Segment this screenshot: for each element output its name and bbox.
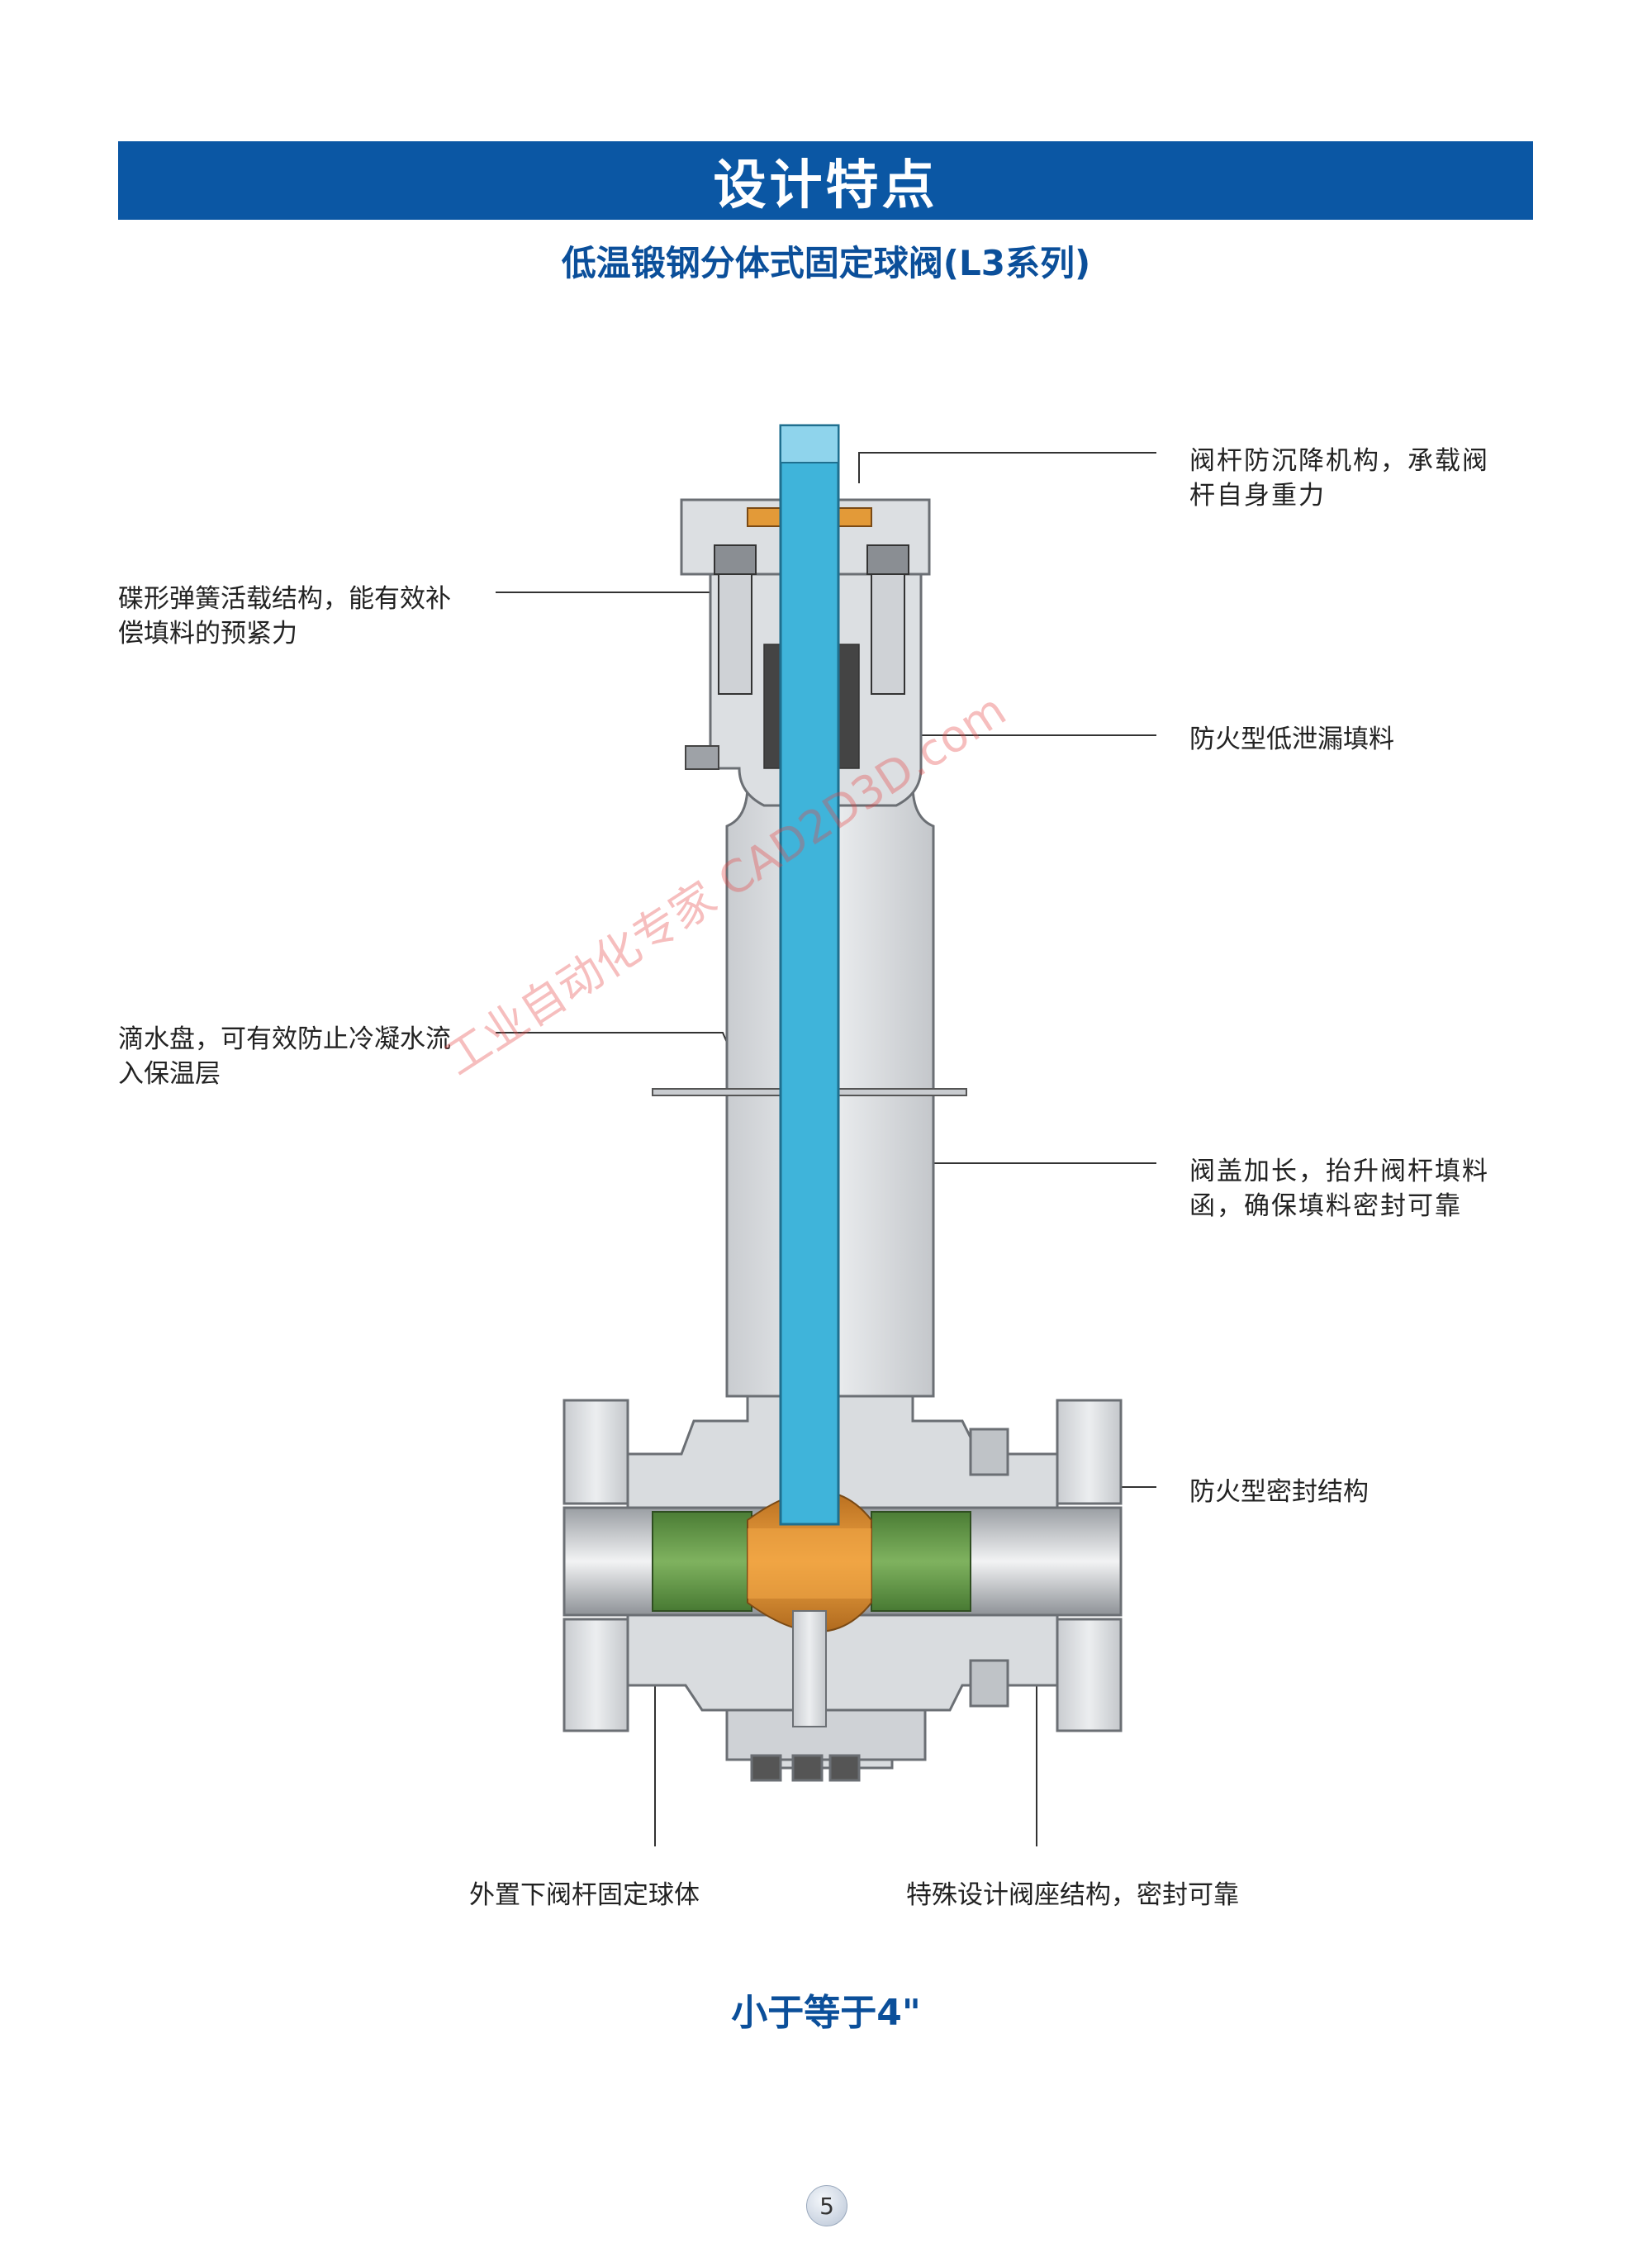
product-subtitle: 低温锻钢分体式固定球阀(L3系列) [561, 243, 1091, 283]
callout-disc-spring-line2: 偿填料的预紧力 [118, 619, 297, 649]
bottom-bolt-right [828, 1754, 861, 1782]
stem [779, 424, 840, 1526]
ball-bore [748, 1528, 871, 1599]
callout-seat: 特殊设计阀座结构，密封可靠 [906, 1878, 1239, 1913]
callout-drip-tray-line2: 入保温层 [118, 1059, 221, 1089]
callout-disc-spring: 碟形弹簧活载结构，能有效补 偿填料的预紧力 [118, 582, 451, 651]
callout-stem-anti-drop-line1: 阀杆防沉降机构，承载阀 [1189, 446, 1489, 476]
callout-extended-bonnet-line1: 阀盖加长，抬升阀杆填料 [1189, 1157, 1489, 1186]
disc-spring-assemblies [714, 544, 909, 695]
callout-seat-line1: 特殊设计阀座结构，密封可靠 [906, 1880, 1239, 1910]
callout-stem-anti-drop-line2: 杆自身重力 [1189, 481, 1326, 511]
callout-trunnion-line1: 外置下阀杆固定球体 [469, 1880, 700, 1910]
left-stud-nut [714, 544, 757, 575]
callout-fire-packing-line1: 防火型低泄漏填料 [1189, 725, 1394, 754]
packing-right [835, 644, 860, 769]
callout-trunnion: 外置下阀杆固定球体 [469, 1878, 700, 1913]
callout-drip-tray-line1: 滴水盘，可有效防止冷凝水流 [118, 1024, 451, 1054]
page-number-text: 5 [819, 2192, 834, 2220]
callout-disc-spring-line1: 碟形弹簧活载结构，能有效补 [118, 584, 451, 614]
right-side-bolt-lower [969, 1659, 1009, 1708]
title-banner: 设计特点 [118, 141, 1533, 220]
bottom-bolt-left [750, 1754, 782, 1782]
leader-stem-anti-drop [858, 452, 1156, 483]
callout-extended-bonnet: 阀盖加长，抬升阀杆填料 函，确保填料密封可靠 [1189, 1154, 1489, 1224]
size-label: 小于等于4" [731, 1992, 921, 2034]
left-seat [652, 1511, 752, 1612]
callout-fire-seal: 防火型密封结构 [1189, 1475, 1369, 1509]
vent-plug [685, 745, 719, 770]
right-side-bolt-upper [969, 1428, 1009, 1476]
callout-fire-packing: 防火型低泄漏填料 [1189, 722, 1394, 757]
bottom-cover [725, 1708, 927, 1761]
callout-stem-anti-drop: 阀杆防沉降机构，承载阀 杆自身重力 [1189, 444, 1489, 513]
page-title: 设计特点 [713, 154, 938, 216]
stem-top-highlight [780, 425, 839, 463]
right-stud-nut [866, 544, 909, 575]
page-number: 5 [806, 2185, 847, 2226]
callout-fire-seal-line1: 防火型密封结构 [1189, 1477, 1369, 1507]
right-seat [871, 1511, 971, 1612]
bottom-bolt-center [791, 1754, 824, 1782]
callout-extended-bonnet-line2: 函，确保填料密封可靠 [1189, 1191, 1462, 1221]
callout-drip-tray: 滴水盘，可有效防止冷凝水流 入保温层 [118, 1022, 451, 1091]
lower-stem [792, 1610, 827, 1727]
